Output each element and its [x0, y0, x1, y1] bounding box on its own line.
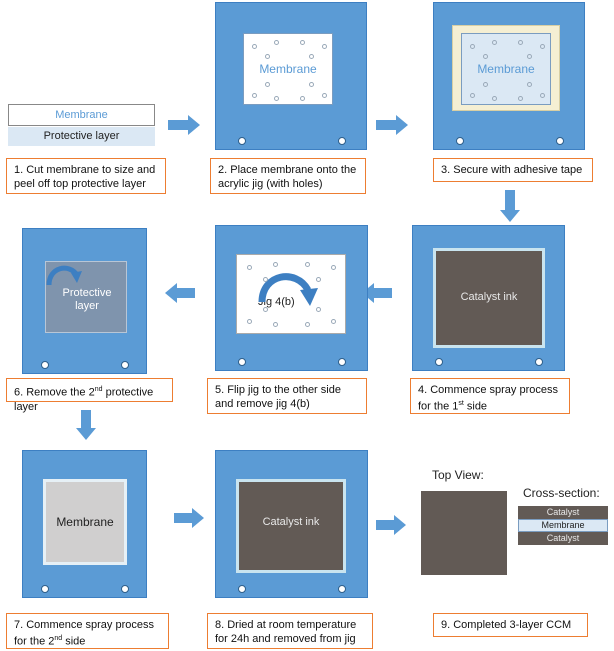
cross-section-label: Cross-section:	[523, 486, 600, 500]
jig-hole	[121, 361, 129, 369]
step4-caption: 4. Commence spray process for the 1st si…	[410, 378, 570, 414]
decor-dot	[322, 43, 328, 49]
arrow-left-2	[165, 283, 195, 303]
decor-dot	[309, 54, 314, 59]
arrow-down-1	[500, 190, 520, 222]
step3-caption: 3. Secure with adhesive tape	[433, 158, 593, 182]
arrow-right-2	[376, 115, 408, 135]
jig-hole	[41, 361, 49, 369]
decor-dot	[304, 322, 310, 328]
cross-section-membrane: Membrane	[518, 519, 608, 532]
decor-dot	[262, 307, 268, 313]
step8-catalyst-ink: Catalyst ink	[236, 479, 346, 573]
step6-protective-layer	[45, 261, 127, 333]
arrow-down-2	[76, 410, 96, 440]
arrow-left-1	[362, 283, 392, 303]
step7-caption: 7. Commence spray process for the 2nd si…	[6, 613, 169, 649]
decor-dot	[273, 261, 279, 267]
decor-dot	[540, 43, 546, 49]
decor-dot	[322, 92, 328, 98]
step7-jig-panel: Membrane	[22, 450, 147, 598]
jig-hole	[121, 585, 129, 593]
decor-dot	[246, 318, 252, 324]
jig-hole	[238, 585, 246, 593]
step2-membrane: Membrane	[243, 33, 333, 105]
decor-dot	[527, 82, 532, 87]
arrow-right-3	[174, 508, 204, 528]
step1-protective-layer: Protective layer	[8, 127, 155, 146]
decor-dot	[251, 92, 257, 98]
cross-section-catalyst-top: Catalyst	[518, 506, 608, 519]
jig-hole	[535, 358, 543, 366]
jig-hole	[435, 358, 443, 366]
step8-jig-panel: Catalyst ink	[215, 450, 368, 598]
decor-dot	[273, 40, 279, 45]
step4-jig-panel: Catalyst ink	[412, 225, 565, 371]
jig-hole	[456, 137, 464, 145]
decor-dot	[273, 322, 279, 328]
decor-dot	[491, 96, 497, 101]
step5-caption: 5. Flip jig to the other side and remove…	[207, 378, 367, 414]
step1-membrane-layer: Membrane	[8, 104, 155, 126]
step7-membrane: Membrane	[43, 479, 127, 565]
step5-jig-label: Jig 4(b)	[258, 296, 295, 308]
step6-jig-panel: Protective layer	[22, 228, 147, 374]
decor-dot	[518, 40, 524, 45]
top-view-ccm	[421, 491, 507, 575]
step6-caption: 6. Remove the 2nd protective layer	[6, 378, 173, 413]
decor-dot	[251, 43, 257, 49]
decor-dot	[300, 40, 306, 45]
decor-dot	[491, 40, 497, 45]
arrow-right-4	[376, 515, 406, 535]
step3-membrane: Membrane	[461, 33, 551, 105]
jig-hole	[338, 358, 346, 366]
decor-dot	[315, 276, 321, 282]
arrow-right-1	[168, 115, 200, 135]
decor-dot	[540, 92, 546, 98]
decor-dot	[309, 82, 314, 87]
step9-caption: 9. Completed 3-layer CCM	[433, 613, 588, 637]
decor-dot	[304, 261, 310, 267]
decor-dot	[527, 54, 532, 59]
decor-dot	[469, 43, 475, 49]
decor-dot	[273, 96, 279, 101]
step6-protective-label: Protective layer	[62, 287, 112, 312]
curved-arrow-icon	[46, 265, 82, 286]
step1-caption: 1. Cut membrane to size and peel off top…	[6, 158, 166, 194]
decor-dot	[265, 82, 270, 87]
step3-jig-panel: Membrane	[433, 2, 585, 150]
jig-hole	[238, 137, 246, 145]
jig-hole	[556, 137, 564, 145]
cross-section-catalyst-bottom: Catalyst	[518, 532, 608, 545]
step2-jig-panel: Membrane	[215, 2, 367, 150]
step4-catalyst-ink: Catalyst ink	[433, 248, 545, 348]
jig-hole	[238, 358, 246, 366]
decor-dot	[331, 265, 337, 271]
decor-dot	[483, 54, 488, 59]
decor-dot	[300, 96, 306, 101]
jig-hole	[41, 585, 49, 593]
decor-dot	[331, 318, 337, 324]
decor-dot	[262, 276, 268, 282]
step2-caption: 2. Place membrane onto the acrylic jig (…	[210, 158, 366, 194]
step5-jig-4b	[236, 254, 346, 334]
decor-dot	[315, 307, 321, 313]
decor-dot	[246, 265, 252, 271]
decor-dot	[518, 96, 524, 101]
decor-dot	[265, 54, 270, 59]
decor-dot	[483, 82, 488, 87]
decor-dot	[469, 92, 475, 98]
curved-arrow-icon	[258, 273, 318, 306]
step5-jig-panel: Jig 4(b)	[215, 225, 368, 371]
top-view-label: Top View:	[432, 468, 484, 482]
jig-hole	[338, 137, 346, 145]
jig-hole	[338, 585, 346, 593]
step8-caption: 8. Dried at room temperature for 24h and…	[207, 613, 373, 649]
